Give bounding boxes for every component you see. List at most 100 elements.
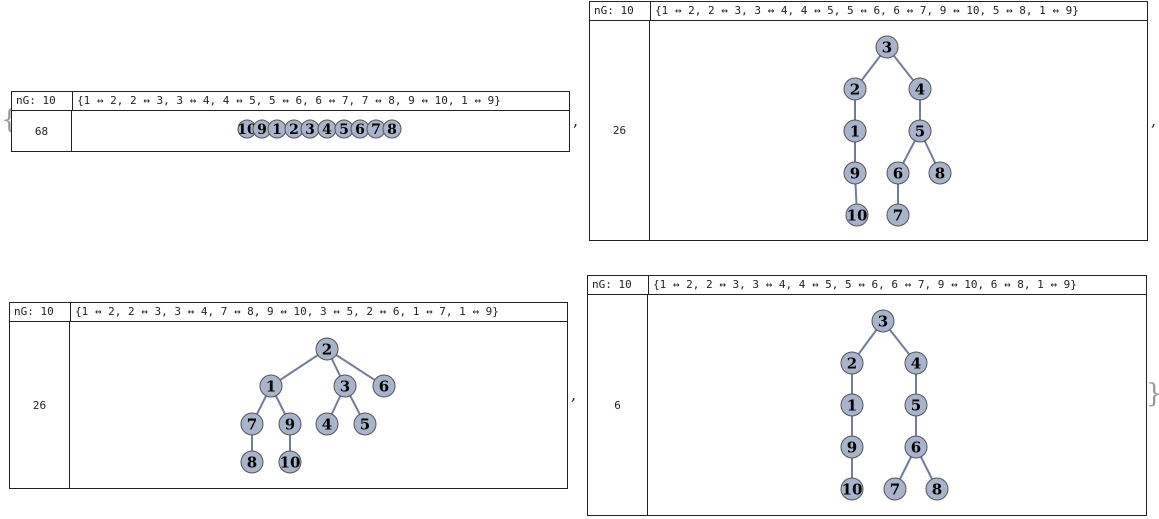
graph-node-7: 7 bbox=[240, 412, 264, 436]
graph-node-label: 10 bbox=[847, 206, 868, 224]
graph-node-label: 2 bbox=[322, 340, 332, 358]
graph-panel: nG: 10 {1 ↔ 2, 2 ↔ 3, 3 ↔ 4, 7 ↔ 8, 9 ↔ … bbox=[9, 302, 568, 489]
graph-node-circle bbox=[843, 77, 867, 101]
graph-node-circle bbox=[908, 119, 932, 143]
graph-node-circle bbox=[315, 412, 339, 436]
graph-node-8: 8 bbox=[240, 450, 264, 474]
graph-node-label: 8 bbox=[935, 164, 945, 182]
graph-node-label: 4 bbox=[322, 415, 332, 433]
graph-node-label: 5 bbox=[360, 415, 370, 433]
graph-node-6: 6 bbox=[886, 161, 910, 185]
graph-node-5: 5 bbox=[353, 412, 377, 436]
graph-node-label: 8 bbox=[387, 122, 397, 138]
graph-node-label: 3 bbox=[882, 38, 892, 56]
graph-node-8: 8 bbox=[382, 119, 402, 139]
graph-node-circle bbox=[372, 374, 396, 398]
list-close-brace: } bbox=[1146, 381, 1159, 407]
graph-node-circle bbox=[904, 393, 928, 417]
graph-node-label: 7 bbox=[371, 122, 381, 138]
node-count-label: nG: 10 bbox=[590, 2, 651, 20]
graph-node-circle bbox=[840, 477, 864, 501]
graph-node-circle bbox=[840, 393, 864, 417]
graph-node-1: 1 bbox=[259, 374, 283, 398]
node-count-label: nG: 10 bbox=[10, 303, 71, 321]
graph-node-label: 5 bbox=[915, 122, 925, 140]
graph-node-label: 5 bbox=[339, 122, 349, 138]
graph-node-label: 1 bbox=[850, 122, 860, 140]
graph-node-label: 3 bbox=[305, 122, 315, 138]
graph-node-circle bbox=[353, 412, 377, 436]
graph-node-label: 10 bbox=[842, 480, 863, 498]
graph-node-circle bbox=[904, 435, 928, 459]
graph-header: nG: 10 {1 ↔ 2, 2 ↔ 3, 3 ↔ 4, 7 ↔ 8, 9 ↔ … bbox=[10, 303, 567, 322]
graph-node-circle bbox=[240, 412, 264, 436]
graph-node-label: 3 bbox=[878, 312, 888, 330]
graph-node-6: 6 bbox=[350, 119, 370, 139]
graph-header: nG: 10 {1 ↔ 2, 2 ↔ 3, 3 ↔ 4, 4 ↔ 5, 5 ↔ … bbox=[588, 276, 1146, 295]
graph-node-6: 6 bbox=[372, 374, 396, 398]
graph-node-circle bbox=[382, 119, 402, 139]
graph-node-label: 9 bbox=[257, 122, 267, 138]
graph-score: 26 bbox=[590, 21, 650, 240]
graph-node-circle bbox=[925, 477, 949, 501]
graph-node-label: 1 bbox=[272, 122, 282, 138]
graph-node-10: 10 bbox=[840, 477, 864, 501]
graph-node-circle bbox=[315, 337, 339, 361]
graph-node-circle bbox=[843, 161, 867, 185]
graph-node-3: 3 bbox=[871, 309, 895, 333]
graph-node-label: 10 bbox=[280, 453, 301, 471]
graph-node-circle bbox=[883, 477, 907, 501]
graph-node-label: 10 bbox=[237, 122, 257, 138]
graph-node-3: 3 bbox=[875, 35, 899, 59]
graph-node-label: 2 bbox=[847, 354, 857, 372]
graph-node-label: 6 bbox=[355, 122, 365, 138]
graph-node-4: 4 bbox=[315, 412, 339, 436]
graph-node-9: 9 bbox=[278, 412, 302, 436]
graph-node-4: 4 bbox=[908, 77, 932, 101]
graph-node-label: 8 bbox=[932, 480, 942, 498]
graph-node-2: 2 bbox=[843, 77, 867, 101]
graph-score: 6 bbox=[588, 295, 648, 515]
graph-node-circle bbox=[840, 351, 864, 375]
graph-node-label: 6 bbox=[379, 377, 389, 395]
edge-list-text: {1 ↔ 2, 2 ↔ 3, 3 ↔ 4, 4 ↔ 5, 5 ↔ 6, 6 ↔ … bbox=[77, 94, 501, 107]
graph-node-label: 1 bbox=[847, 396, 857, 414]
graph-node-circle bbox=[240, 450, 264, 474]
graph-node-label: 1 bbox=[266, 377, 276, 395]
graph-node-10: 10 bbox=[845, 203, 869, 227]
graph-node-2: 2 bbox=[840, 351, 864, 375]
graph-node-circle bbox=[843, 119, 867, 143]
graph-node-label: 9 bbox=[847, 438, 857, 456]
graph-node-label: 8 bbox=[247, 453, 257, 471]
graph-node-label: 6 bbox=[911, 438, 921, 456]
graph-node-7: 7 bbox=[366, 119, 386, 139]
node-count-label: nG: 10 bbox=[12, 92, 73, 110]
list-separator: , bbox=[1151, 111, 1157, 130]
graph-node-label: 4 bbox=[915, 80, 925, 98]
graph-node-circle bbox=[871, 309, 895, 333]
graph-node-10: 10 bbox=[278, 450, 302, 474]
graph-node-1: 1 bbox=[267, 119, 287, 139]
graph-score: 26 bbox=[10, 322, 70, 488]
graph-node-label: 6 bbox=[893, 164, 903, 182]
graph-node-label: 2 bbox=[850, 80, 860, 98]
graph-panel: nG: 10 {1 ↔ 2, 2 ↔ 3, 3 ↔ 4, 4 ↔ 5, 5 ↔ … bbox=[589, 1, 1148, 241]
graph-panel: nG: 10 {1 ↔ 2, 2 ↔ 3, 3 ↔ 4, 4 ↔ 5, 5 ↔ … bbox=[11, 91, 570, 152]
graph-node-circle bbox=[259, 374, 283, 398]
graph-node-circle bbox=[904, 351, 928, 375]
graph-node-5: 5 bbox=[908, 119, 932, 143]
graph-node-circle bbox=[875, 35, 899, 59]
graph-node-6: 6 bbox=[904, 435, 928, 459]
graph-node-circle bbox=[908, 77, 932, 101]
list-separator: , bbox=[571, 385, 577, 404]
